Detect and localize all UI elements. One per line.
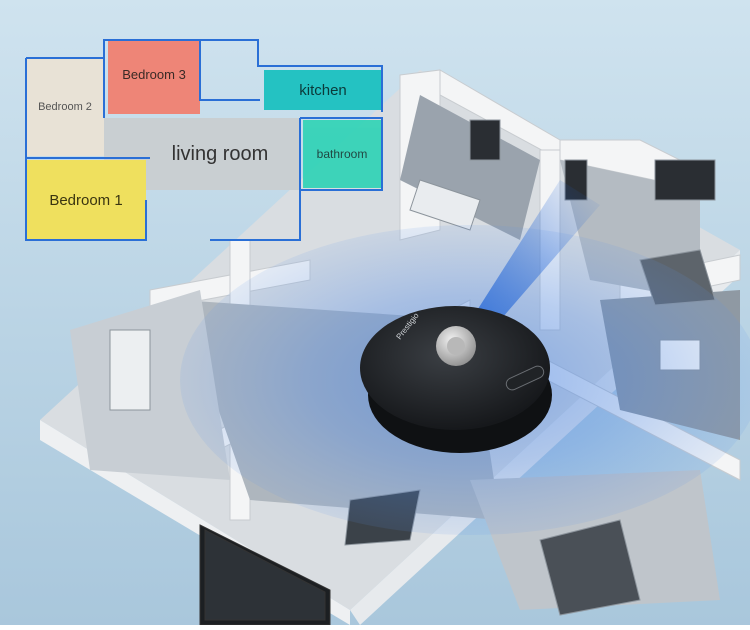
room-label-bathroom: bathroom — [316, 147, 368, 161]
robot-vacuum: Prestigio — [360, 306, 552, 453]
room-label-bedroom-1: Bedroom 1 — [49, 191, 123, 209]
room-label-bedroom-2: Bedroom 2 — [38, 101, 92, 113]
room-label-bedroom-3: Bedroom 3 — [122, 66, 186, 82]
control-button — [505, 365, 545, 391]
room-label-kitchen: kitchen — [299, 81, 347, 99]
kitchen-floor — [400, 95, 540, 240]
room-label-living-room: living room — [171, 142, 269, 165]
balcony — [199, 524, 331, 626]
room-kitchen[interactable]: kitchen — [264, 70, 382, 110]
room-bedroom-3[interactable]: Bedroom 3 — [108, 40, 200, 114]
room-bedroom-1[interactable]: Bedroom 1 — [26, 160, 146, 240]
room-bathroom[interactable]: bathroom — [303, 120, 381, 188]
room-bedroom-2[interactable]: Bedroom 2 — [26, 58, 104, 156]
